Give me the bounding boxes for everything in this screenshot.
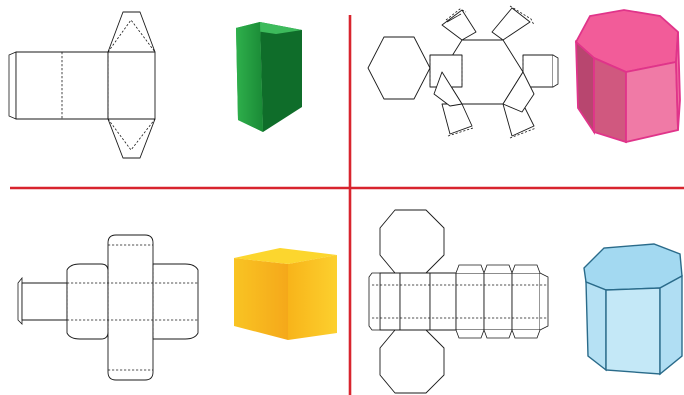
triangular-prism-solid — [236, 22, 302, 132]
cube-solid — [234, 248, 337, 340]
triangular-prism-net — [9, 12, 155, 158]
hexagonal-prism-net — [368, 6, 558, 138]
octagonal-prism-net — [369, 210, 548, 393]
cube-net — [18, 235, 198, 380]
hexagonal-prism-solid — [576, 10, 680, 142]
octagonal-prism-solid — [584, 244, 682, 374]
